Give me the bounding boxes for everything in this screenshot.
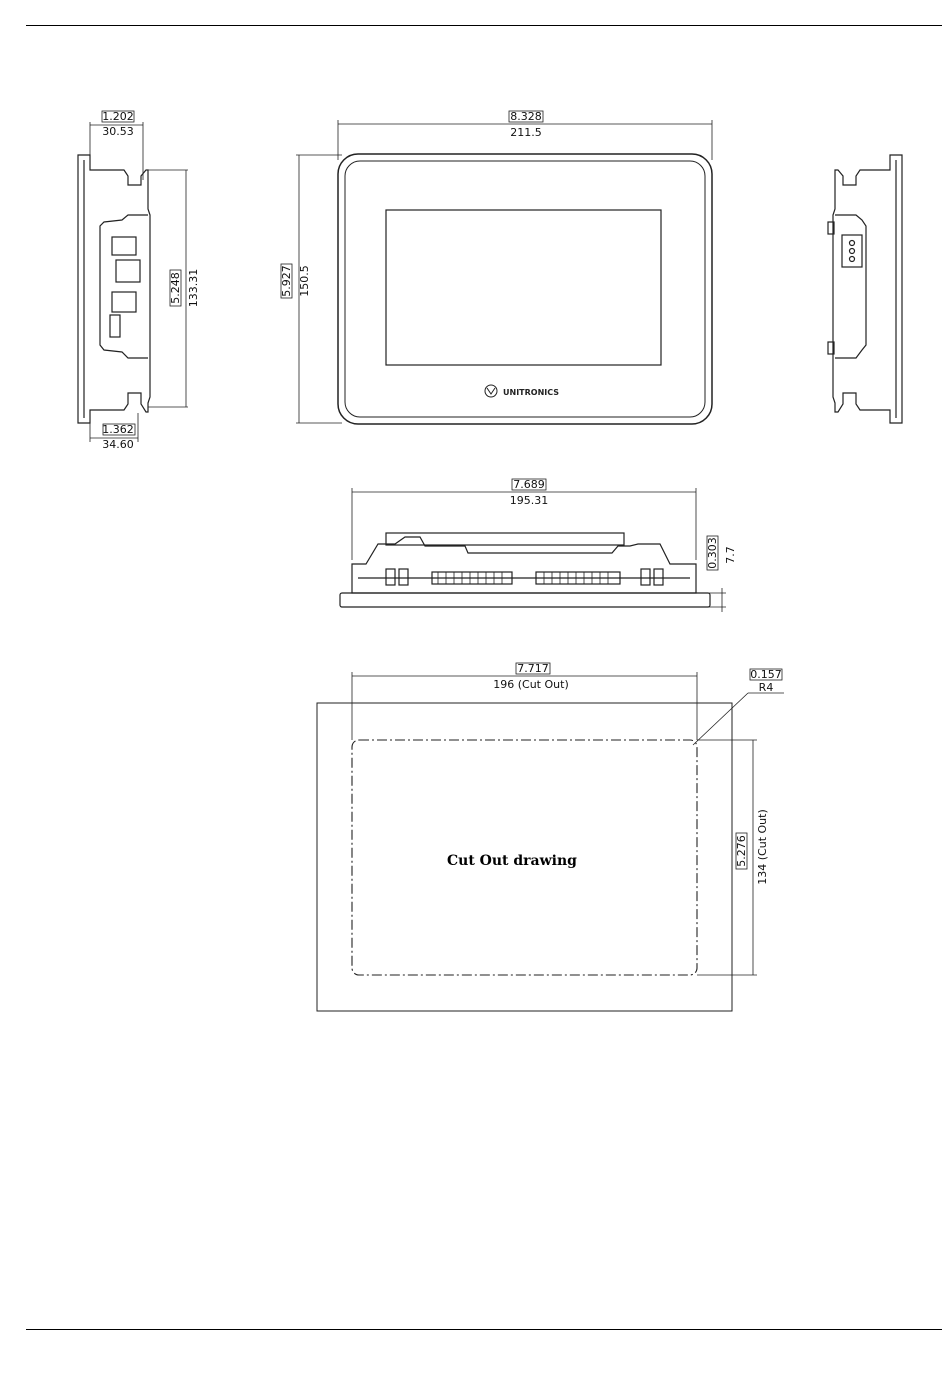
side-bottom-mm: 34.60 bbox=[102, 438, 134, 451]
side-top-in: 1.202 bbox=[102, 110, 134, 123]
side-height-in: 5.248 bbox=[169, 272, 182, 304]
radius-mm: R4 bbox=[759, 681, 774, 694]
bottom-width-in: 7.689 bbox=[513, 478, 545, 491]
side-bottom-in: 1.362 bbox=[102, 423, 134, 436]
cut-height-in: 5.276 bbox=[735, 835, 748, 867]
cut-width-mm: 196 (Cut Out) bbox=[493, 678, 568, 691]
cutout-dimensions bbox=[352, 663, 784, 975]
left-side-view bbox=[78, 155, 150, 423]
bottom-depth-in: 0.303 bbox=[706, 537, 719, 569]
front-width-mm: 211.5 bbox=[510, 126, 542, 139]
cut-height-mm: 134 (Cut Out) bbox=[756, 809, 769, 884]
cutout-label: Cut Out drawing bbox=[447, 853, 577, 869]
display-screen bbox=[386, 210, 661, 365]
right-side-view bbox=[828, 155, 902, 423]
radius-in: 0.157 bbox=[750, 668, 782, 681]
usb-port bbox=[112, 292, 136, 312]
front-height-in: 5.927 bbox=[280, 265, 293, 297]
bottom-depth-mm: 7.7 bbox=[724, 546, 737, 564]
side-height-mm: 133.31 bbox=[187, 269, 200, 308]
bottom-view bbox=[340, 533, 710, 607]
bottom-width-mm: 195.31 bbox=[510, 494, 549, 507]
side-top-mm: 30.53 bbox=[102, 125, 134, 138]
front-view bbox=[338, 154, 712, 424]
power-connector bbox=[842, 235, 862, 267]
cut-width-in: 7.717 bbox=[517, 662, 549, 675]
unitronics-logo-icon bbox=[485, 385, 497, 397]
ethernet-port bbox=[116, 260, 140, 282]
front-width-in: 8.328 bbox=[510, 110, 542, 123]
brand-logo-text: UNITRONICS bbox=[503, 388, 559, 397]
front-height-mm: 150.5 bbox=[298, 265, 311, 297]
